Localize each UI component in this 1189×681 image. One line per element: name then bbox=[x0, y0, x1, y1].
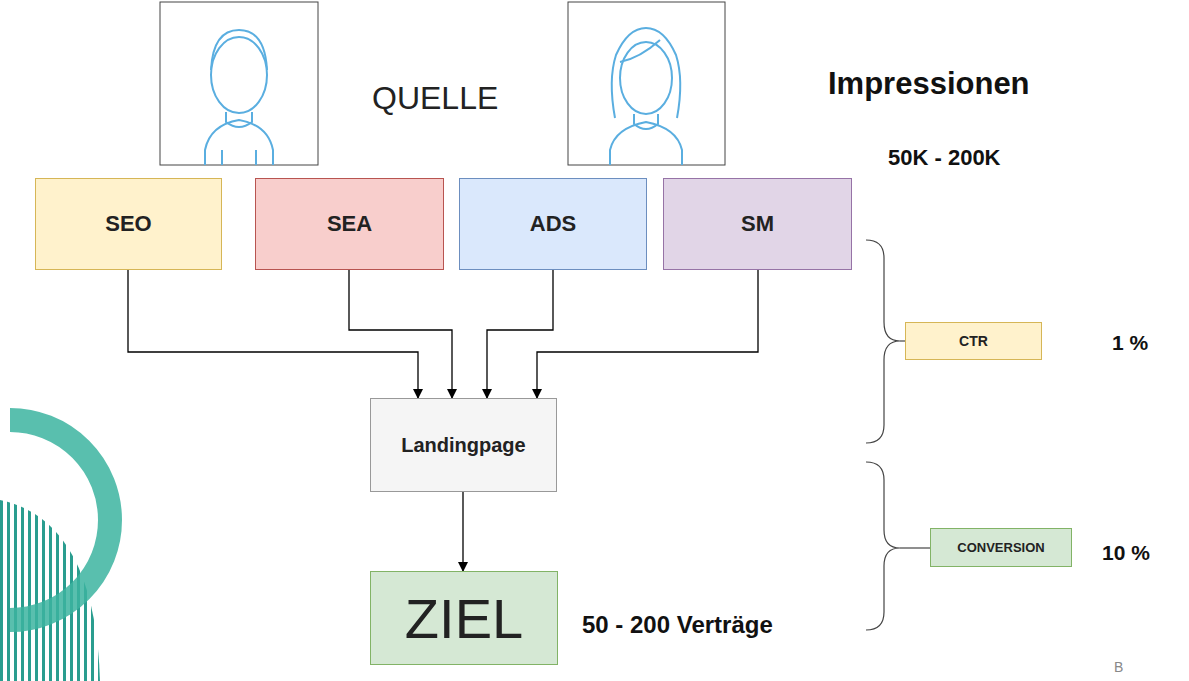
box-label: CONVERSION bbox=[957, 540, 1044, 555]
box-label: ZIEL bbox=[405, 586, 523, 651]
conversion-rate: 10 % bbox=[1102, 541, 1150, 565]
landingpage-box: Landingpage bbox=[370, 398, 557, 492]
metric-box: CTR bbox=[905, 322, 1042, 360]
person-icon bbox=[568, 2, 725, 165]
impressions-range: 50K - 200K bbox=[888, 145, 1001, 171]
box-label: CTR bbox=[959, 333, 988, 349]
box-label: SEA bbox=[327, 211, 372, 237]
box-label: SM bbox=[741, 211, 774, 237]
flow-arrow bbox=[487, 270, 553, 398]
source-heading: QUELLE bbox=[372, 80, 498, 117]
channel-box: ADS bbox=[459, 178, 647, 270]
flow-arrow bbox=[462, 492, 463, 571]
channel-box: SEA bbox=[255, 178, 444, 270]
goal-box: ZIEL bbox=[370, 571, 558, 665]
channel-box: SEO bbox=[35, 178, 222, 270]
corner-ornament bbox=[0, 420, 110, 681]
box-label: ADS bbox=[530, 211, 576, 237]
contracts-range: 50 - 200 Verträge bbox=[582, 611, 773, 639]
bracket bbox=[866, 240, 930, 630]
flow-arrow bbox=[128, 270, 418, 398]
page-marker: B bbox=[1114, 659, 1123, 675]
flow-arrow bbox=[537, 270, 758, 398]
box-label: Landingpage bbox=[401, 434, 525, 457]
metric-box: CONVERSION bbox=[930, 528, 1072, 567]
impressions-heading: Impressionen bbox=[828, 66, 1030, 102]
flow-arrow bbox=[349, 270, 452, 398]
person-icon bbox=[160, 2, 318, 165]
box-label: SEO bbox=[105, 211, 151, 237]
ctr-rate: 1 % bbox=[1112, 331, 1148, 355]
channel-box: SM bbox=[663, 178, 852, 270]
